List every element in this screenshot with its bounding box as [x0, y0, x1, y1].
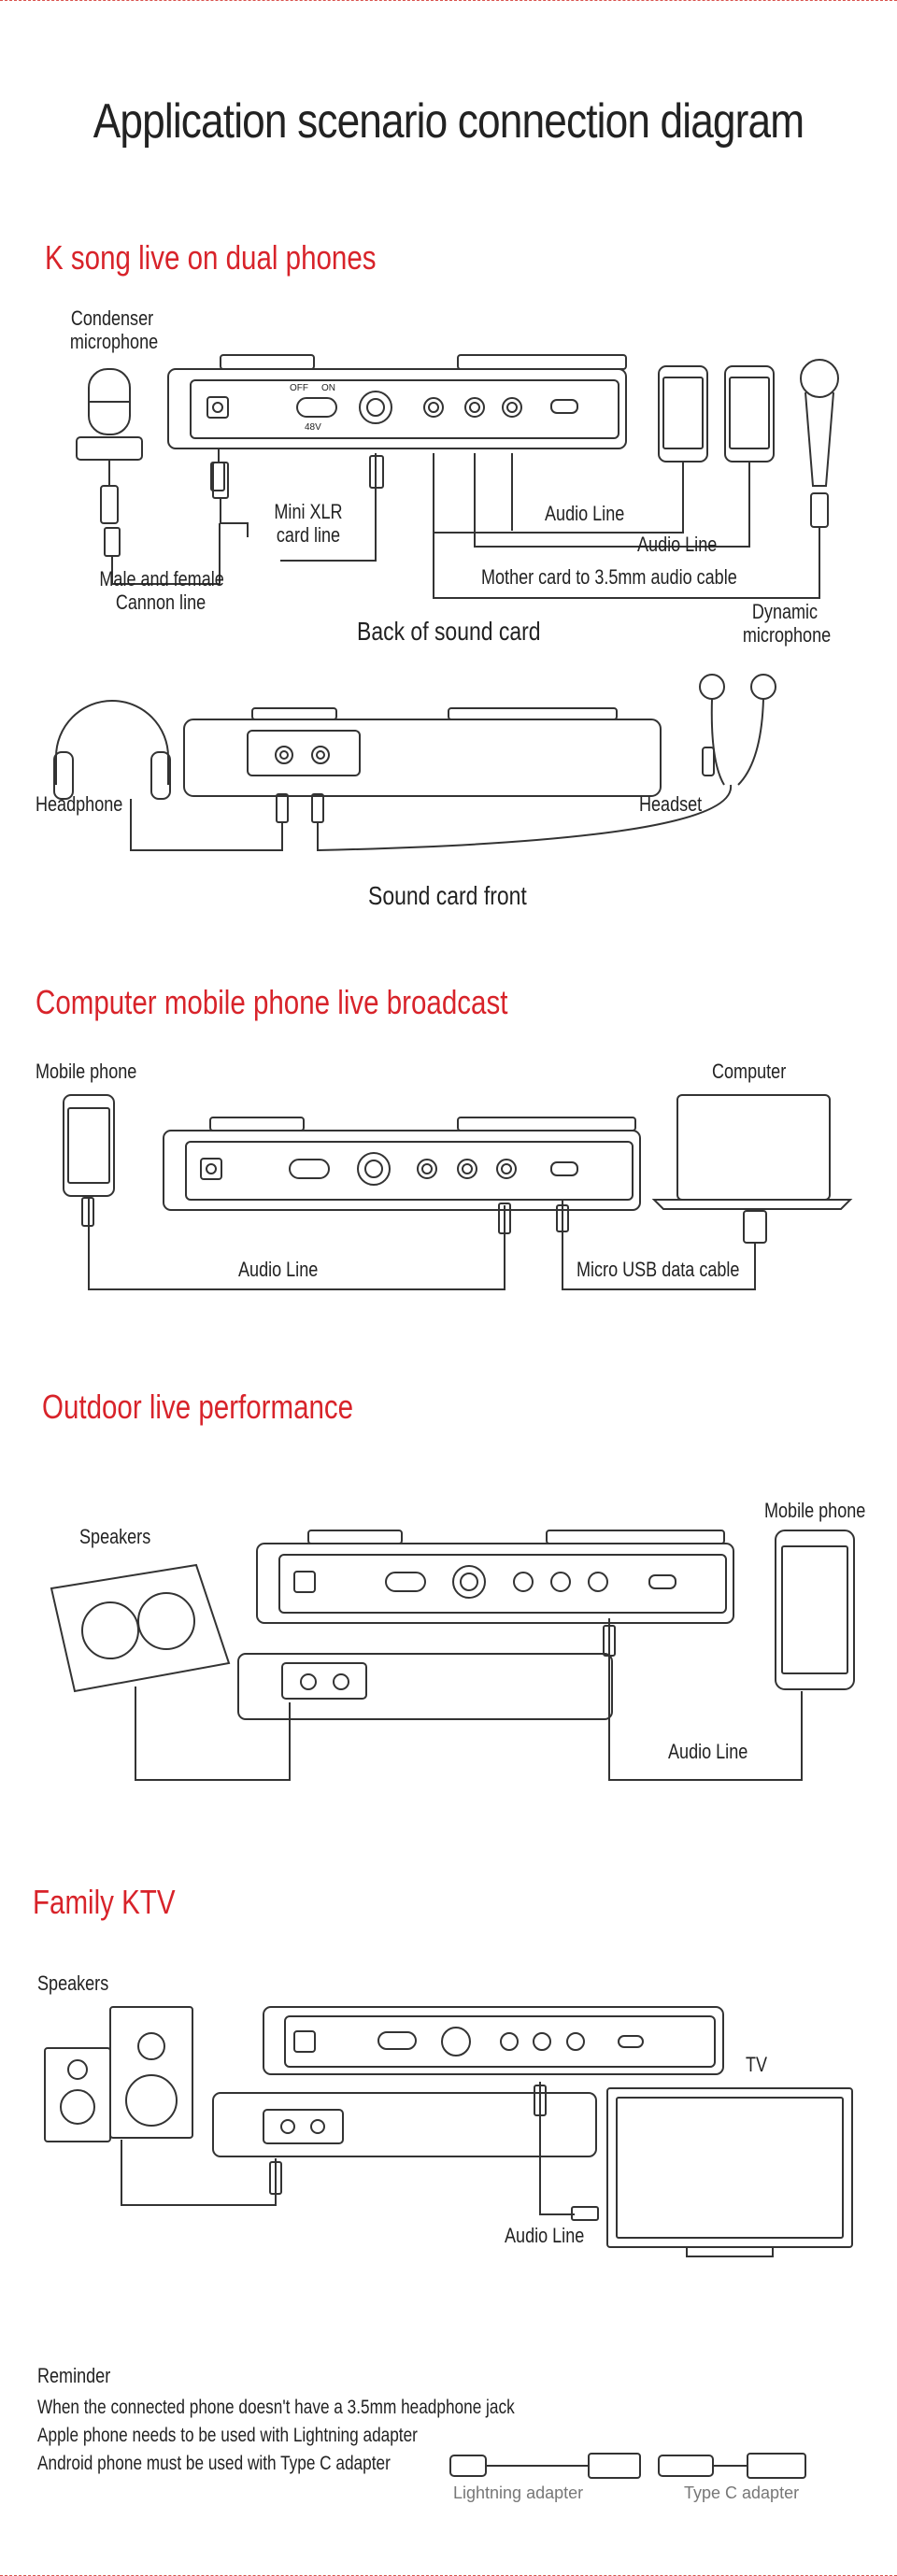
audio-line-label: Audio Line: [238, 1258, 319, 1281]
dynamic-label: Dynamic microphone: [742, 600, 832, 648]
laptop-icon: [651, 1094, 853, 1210]
phone-icon-2: [724, 365, 775, 463]
sound-card-front-device: [183, 707, 662, 797]
computer-label: Computer: [712, 1060, 787, 1083]
switch-on-label: ON: [321, 383, 335, 393]
ktv-audio-line-label: Audio Line: [505, 2224, 585, 2247]
speakers-label: Speakers: [79, 1525, 151, 1548]
mini-xlr-label: Mini XLR card line: [274, 500, 343, 548]
lightning-adapter-label: Lightning adapter: [453, 2483, 584, 2502]
dynamic-microphone-icon: [800, 359, 839, 528]
headset-icon: [317, 674, 776, 852]
section2-sound-card: [163, 1117, 641, 1211]
section-title-outdoor: Outdoor live performance: [42, 1388, 354, 1426]
tv-icon: [606, 2087, 853, 2257]
phantom-48v-label: 48V: [305, 422, 321, 433]
audio-line-label-2: Audio Line: [637, 533, 718, 556]
switch-off-label: OFF: [290, 383, 308, 393]
condenser-label: Condenser microphone: [69, 306, 159, 354]
tv-label: TV: [746, 2053, 768, 2076]
top-dashed-border: [0, 0, 897, 1]
bookshelf-speakers-icon: [44, 2006, 193, 2142]
section-title-k-song: K song live on dual phones: [45, 238, 377, 277]
condenser-microphone-icon: [76, 368, 143, 524]
sound-card-back-device: [167, 354, 627, 449]
typec-adapter-label: Type C adapter: [684, 2483, 800, 2502]
section4-sound-card-front: [212, 2092, 597, 2157]
typec-adapter-icon: [658, 2453, 806, 2479]
headset-label: Headset: [639, 792, 703, 816]
outdoor-audio-line-label: Audio Line: [668, 1740, 748, 1763]
mobile-phone-label: Mobile phone: [36, 1060, 137, 1083]
lightning-adapter-icon: [449, 2453, 641, 2479]
reminder-line-2: Apple phone needs to be used with Lightn…: [37, 2425, 418, 2446]
phone-icon-1: [658, 365, 708, 463]
reminder-title: Reminder: [37, 2364, 111, 2387]
section3-phone-icon: [775, 1530, 855, 1690]
ktv-speakers-label: Speakers: [37, 1971, 109, 1995]
section3-sound-card-top: [256, 1530, 734, 1624]
male-female-label: Male and female Cannon line: [99, 567, 224, 615]
section-title-ktv: Family KTV: [33, 1883, 176, 1921]
section2-phone-icon: [63, 1094, 115, 1197]
audio-line-label-1: Audio Line: [545, 502, 625, 525]
outdoor-mobile-phone-label: Mobile phone: [764, 1499, 866, 1522]
page-title: Application scenario connection diagram: [93, 94, 804, 149]
headphone-label: Headphone: [36, 792, 123, 816]
reminder-line-1: When the connected phone doesn't have a …: [37, 2397, 515, 2418]
section4-sound-card-top: [263, 2006, 724, 2075]
speaker-box-icon: [50, 1563, 231, 1693]
back-of-card-label: Back of sound card: [357, 617, 541, 646]
reminder-line-3: Android phone must be used with Type C a…: [37, 2453, 391, 2474]
mother-card-label: Mother card to 3.5mm audio cable: [481, 565, 737, 589]
headphone-icon: [53, 700, 171, 800]
micro-usb-label: Micro USB data cable: [577, 1258, 740, 1281]
section-title-computer: Computer mobile phone live broadcast: [36, 983, 508, 1021]
sound-card-front-label: Sound card front: [368, 881, 527, 910]
section3-sound-card-front: [237, 1653, 613, 1720]
